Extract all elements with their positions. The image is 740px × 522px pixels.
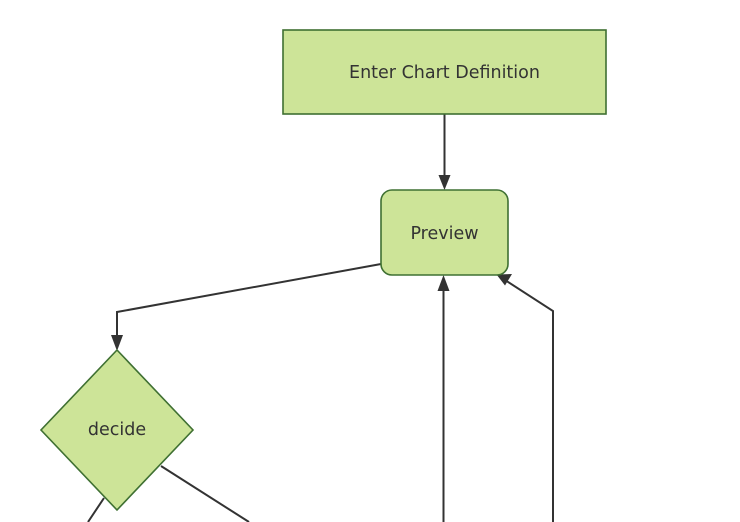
edge-preview-to-decide bbox=[111, 263, 382, 351]
node-preview[interactable]: Preview bbox=[380, 189, 509, 276]
edge-decide-bottom-left bbox=[87, 497, 105, 522]
node-label-enter-chart-definition: Enter Chart Definition bbox=[349, 63, 540, 83]
edge-bottom-right-to-preview bbox=[496, 274, 554, 522]
node-shape-diamond bbox=[39, 348, 195, 512]
edge-line bbox=[504, 279, 554, 522]
edge-enter-to-preview bbox=[438, 114, 451, 190]
edge-bottom-center-to-preview bbox=[437, 275, 450, 522]
edge-layer bbox=[87, 114, 554, 522]
node-layer: Enter Chart Definition Preview decide bbox=[39, 29, 607, 512]
node-enter-chart-definition[interactable]: Enter Chart Definition bbox=[282, 29, 607, 115]
edge-line bbox=[116, 263, 382, 341]
node-shape-rectangle bbox=[282, 29, 607, 115]
node-shape-rounded-rectangle bbox=[380, 189, 509, 276]
node-label-decide: decide bbox=[88, 420, 146, 440]
arrowhead-icon bbox=[437, 275, 450, 291]
node-label-preview: Preview bbox=[410, 224, 478, 244]
edge-line bbox=[160, 465, 250, 522]
arrowhead-icon bbox=[438, 175, 451, 190]
arrowhead-icon bbox=[111, 335, 123, 351]
node-decide[interactable]: decide bbox=[39, 348, 195, 512]
edge-line bbox=[87, 497, 105, 522]
edge-decide-bottom-right bbox=[160, 465, 250, 522]
arrowhead-icon bbox=[496, 274, 512, 286]
